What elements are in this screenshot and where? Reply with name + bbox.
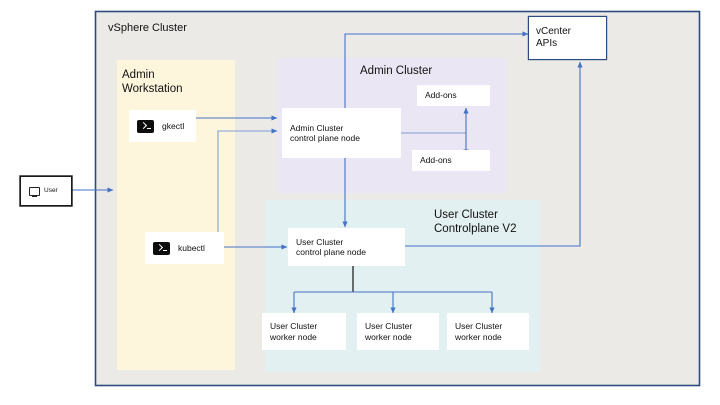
edge-kubectl-to-admin-control-plane xyxy=(217,128,278,243)
node-addons-top[interactable]: Add-ons xyxy=(417,85,490,106)
node-worker-2-label: User Cluster worker node xyxy=(365,321,413,342)
node-user-label: User xyxy=(44,187,58,195)
node-worker-2[interactable]: User Cluster worker node xyxy=(357,313,439,350)
node-user-control-plane[interactable]: User Cluster control plane node xyxy=(288,228,405,266)
node-admin-control-plane-label: Admin Cluster control plane node xyxy=(290,122,360,143)
node-kubectl-label: kubectl xyxy=(178,242,205,253)
node-worker-1[interactable]: User Cluster worker node xyxy=(262,313,346,350)
node-gkectl[interactable]: gkectl xyxy=(129,110,196,142)
node-worker-3-label: User Cluster worker node xyxy=(455,321,503,342)
node-kubectl[interactable]: kubectl xyxy=(145,232,224,264)
monitor-icon xyxy=(29,186,40,198)
node-addons-top-label: Add-ons xyxy=(425,90,457,101)
node-worker-3[interactable]: User Cluster worker node xyxy=(447,313,529,350)
node-vcenter-apis-label: vCenter APIs xyxy=(536,25,572,49)
node-user[interactable]: User xyxy=(21,177,71,205)
node-user-control-plane-label: User Cluster control plane node xyxy=(296,236,366,257)
node-addons-bottom[interactable]: Add-ons xyxy=(412,150,490,171)
edge-admin-control-plane-to-vcenter xyxy=(344,31,529,108)
node-worker-1-label: User Cluster worker node xyxy=(270,321,318,342)
terminal-icon xyxy=(137,119,154,133)
node-gkectl-label: gkectl xyxy=(162,120,185,131)
node-vcenter-apis[interactable]: vCenter APIs xyxy=(529,17,606,59)
container-admin-workstation xyxy=(117,60,235,370)
node-addons-bottom-label: Add-ons xyxy=(420,155,452,166)
terminal-icon xyxy=(153,241,170,255)
edge-user-control-plane-to-vcenter xyxy=(405,61,583,247)
node-admin-control-plane[interactable]: Admin Cluster control plane node xyxy=(282,108,401,158)
